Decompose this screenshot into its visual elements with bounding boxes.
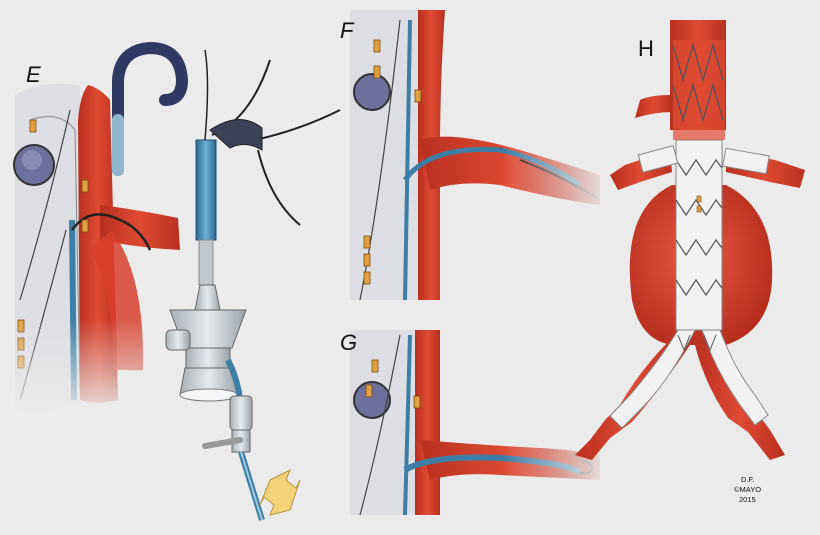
panel-e-wire-4 xyxy=(257,149,301,226)
panel-h-proximal-stent xyxy=(673,40,725,140)
panel-f: F xyxy=(340,5,610,305)
panel-e-pigtail-catheter xyxy=(112,41,189,176)
svg-text:D.F.: D.F. xyxy=(741,475,754,484)
panel-h-label: H xyxy=(638,36,654,61)
artist-credit: D.F. ©MAYO 2015 xyxy=(734,475,761,504)
svg-text:2015: 2015 xyxy=(739,495,756,504)
panel-e-motion-arrow xyxy=(259,468,301,516)
panel-e-sheath-body xyxy=(195,139,217,241)
panel-e-wire-1 xyxy=(204,49,209,141)
panel-g: G xyxy=(340,325,610,520)
panel-h-renal-stent-left xyxy=(637,145,679,173)
panel-h-celiac-branch xyxy=(635,95,672,118)
panel-h-left-limb xyxy=(609,329,696,429)
svg-text:©MAYO: ©MAYO xyxy=(734,485,761,494)
panel-f-label: F xyxy=(340,18,355,43)
panel-e-label: E xyxy=(26,62,41,87)
panel-e-wire-3 xyxy=(254,109,341,141)
panel-h: H D.F. ©MAYO 2015 xyxy=(575,20,805,504)
panel-h-markers xyxy=(696,195,702,213)
panel-h-right-limb xyxy=(701,329,769,426)
panel-e: E xyxy=(0,41,341,521)
panel-g-label: G xyxy=(340,330,357,355)
panel-h-stent-graft-body xyxy=(675,139,723,331)
panel-h-renal-stent-right xyxy=(722,147,770,175)
